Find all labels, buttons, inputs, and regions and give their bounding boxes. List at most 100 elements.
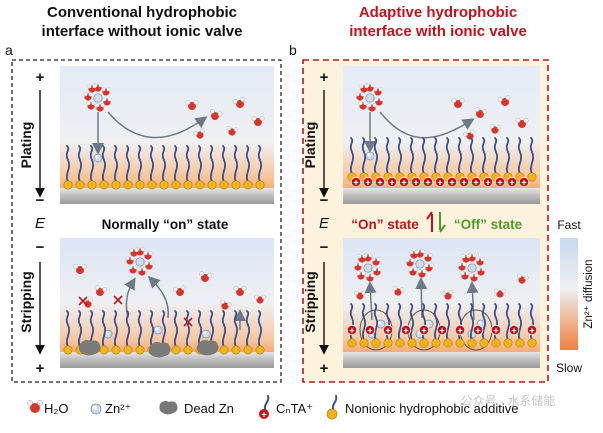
- svg-text:+: +: [521, 177, 526, 187]
- stripping-label-b: Stripping: [302, 271, 318, 332]
- axis-plus-bottom-b: +: [320, 360, 329, 377]
- panel-b-letter: b: [289, 42, 297, 58]
- svg-text:+: +: [437, 177, 442, 187]
- axis-potential: E: [35, 215, 46, 232]
- water-molecule: [451, 98, 465, 108]
- svg-text:+: +: [497, 177, 502, 187]
- axis-plus-top-b: +: [320, 69, 329, 86]
- legend: H₂O Zn²⁺ Dead Zn + CₙTA⁺ Nonionic hydrop…: [27, 395, 518, 420]
- svg-text:+: +: [261, 410, 266, 420]
- legend-zn-label: Zn²⁺: [105, 401, 131, 416]
- panel-a-title-line1: Conventional hydrophobic: [47, 4, 237, 21]
- svg-text:+: +: [425, 177, 430, 187]
- svg-text:+: +: [475, 325, 480, 335]
- water-molecule: [517, 273, 529, 284]
- svg-text:+: +: [421, 325, 426, 335]
- water-molecule: [210, 108, 223, 120]
- svg-text:+: +: [389, 177, 394, 187]
- panel-b-axis: + − E − + Plating Stripping: [302, 69, 330, 377]
- water-molecule: [254, 294, 266, 304]
- panel-b-stripping-cluster-1: [353, 253, 382, 282]
- axis-plus-top: +: [36, 69, 45, 86]
- plating-label: Plating: [18, 122, 34, 169]
- water-molecule: [441, 290, 454, 300]
- panel-a-title-line2: interface without ionic valve: [42, 23, 243, 40]
- water-molecule: [233, 286, 247, 296]
- legend-cnta-icon: +: [259, 395, 270, 420]
- on-state-label: “On” state: [351, 217, 419, 232]
- panel-b-plating-solvated-cluster: [355, 83, 384, 112]
- axis-minus-low-b: −: [320, 239, 329, 256]
- legend-water-icon: [27, 400, 43, 413]
- scale-slow-label: Slow: [556, 361, 582, 375]
- panel-b-stripping-cluster-3: [457, 253, 486, 282]
- dead-zinc-deposit: [149, 342, 171, 358]
- legend-h2o-label: H₂O: [44, 401, 69, 416]
- panel-a-plating-solvated-cluster: [83, 83, 112, 112]
- panel-b-stripping-arrow-2: [415, 277, 428, 319]
- svg-text:+: +: [439, 325, 444, 335]
- panel-b-plating-zinc-substrate: [343, 188, 540, 204]
- panel-b-plating-zinc-ion: [365, 151, 375, 161]
- panel-b-stripping-arrow-3: [466, 281, 479, 321]
- water-molecule: [185, 100, 199, 110]
- svg-text:+: +: [509, 177, 514, 187]
- svg-text:+: +: [511, 325, 516, 335]
- legend-cnta-label: CₙTA⁺: [276, 401, 313, 416]
- molecular-scenes: ++++++++++++++++++++++++++: [63, 83, 538, 358]
- legend-dead-zn-label: Dead Zn: [184, 401, 234, 416]
- panel-a-letter: a: [5, 42, 13, 58]
- panel-b-stripping-cluster-2: [405, 249, 434, 278]
- water-molecule: [199, 271, 212, 282]
- water-molecule: [173, 285, 186, 296]
- diffusion-color-scale: [560, 238, 578, 350]
- dead-zinc-deposit: [197, 340, 219, 356]
- panel-a-blocked-cross-2: [113, 295, 123, 305]
- panel-b-plating-cnta-layer: +++++++++++++++: [350, 176, 530, 187]
- water-molecule: [226, 126, 239, 136]
- scale-axis-label: Zn²⁺ diffusion: [583, 259, 595, 328]
- svg-text:+: +: [353, 177, 358, 187]
- axis-plus-bottom: +: [36, 360, 45, 377]
- legend-nonionic-label: Nonionic hydrophobic additive: [345, 401, 518, 416]
- panel-a-blocked-cross-1: [78, 296, 88, 306]
- svg-text:+: +: [385, 325, 390, 335]
- panel-b-stripping-arrow-1: [364, 281, 377, 321]
- legend-nonionic-additive-icon: [326, 395, 338, 420]
- panel-a-desolvation-arrow: [107, 111, 208, 139]
- zinc-ion: [103, 329, 113, 339]
- svg-text:+: +: [529, 325, 534, 335]
- axis-minus-mid: −: [36, 192, 45, 209]
- normally-on-state-label: Normally “on” state: [102, 217, 229, 232]
- panel-b-stripping-cnta-layer: +++++++++++: [346, 324, 538, 335]
- dead-zinc-deposit: [79, 340, 101, 356]
- svg-text:+: +: [401, 177, 406, 187]
- water-molecule: [354, 290, 366, 300]
- panel-a-stripping-solvated-cluster: [125, 247, 154, 276]
- svg-text:+: +: [473, 177, 478, 187]
- panel-a-stripping-zinc-substrate: [60, 352, 274, 368]
- panel-b-desolvation-arrow: [379, 111, 475, 139]
- axis-minus-mid-b: −: [320, 192, 329, 209]
- water-molecule: [81, 297, 93, 308]
- svg-text:+: +: [413, 177, 418, 187]
- water-molecule: [489, 124, 502, 134]
- svg-text:+: +: [457, 325, 462, 335]
- water-molecule: [494, 288, 506, 298]
- water-molecule: [193, 128, 205, 139]
- scale-fast-label: Fast: [557, 218, 581, 232]
- panel-b-stripping-additive-layer: [347, 303, 537, 348]
- panel-b-title-line1: Adaptive hydrophobic: [359, 4, 517, 21]
- panel-a-axis: + − E − + Plating Stripping: [18, 69, 46, 377]
- axis-potential-b: E: [319, 215, 330, 232]
- svg-text:+: +: [403, 325, 408, 335]
- off-state-label: “Off” state: [454, 217, 523, 232]
- panel-a-plating-zinc-ion: [93, 153, 103, 163]
- panel-a-blocked-cross-3: [183, 317, 193, 327]
- water-molecule: [220, 299, 232, 310]
- svg-text:+: +: [349, 325, 354, 335]
- water-molecule: [251, 116, 265, 126]
- svg-text:+: +: [461, 177, 466, 187]
- water-molecule: [73, 264, 87, 274]
